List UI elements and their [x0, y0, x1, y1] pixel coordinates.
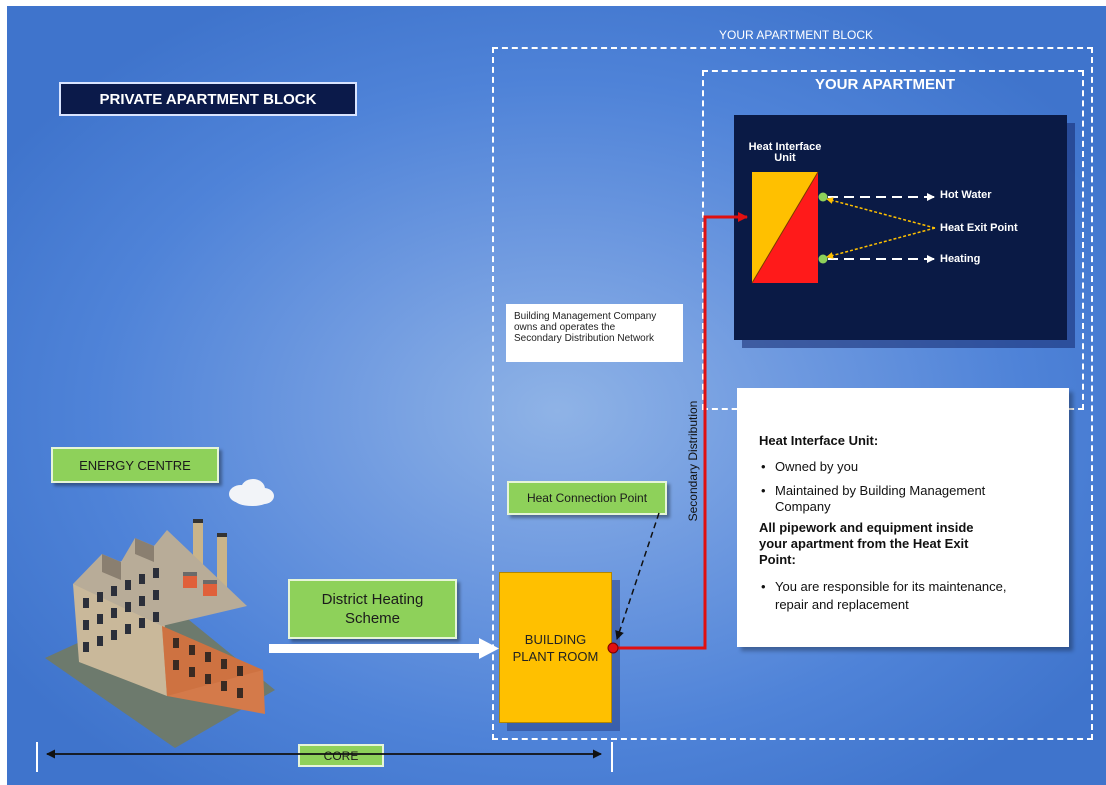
- district-heating-label: District Heating Scheme: [288, 579, 457, 639]
- hot-water-label: Hot Water: [940, 189, 992, 201]
- diagram-graphics: [36, 171, 936, 772]
- hiu-title-line1: Heat Interface: [748, 141, 822, 153]
- private-block-label: PRIVATE APARTMENT BLOCK: [59, 82, 357, 116]
- energy-centre-label: ENERGY CENTRE: [51, 447, 219, 483]
- bmc-note-line3: Secondary Distribution Network: [514, 333, 655, 344]
- plant-room-line2: PLANT ROOM: [512, 648, 599, 664]
- heat-connection-point-marker: [607, 642, 619, 654]
- energy-centre-factory: [45, 519, 275, 748]
- core-span: [36, 742, 613, 772]
- district-heating-line2: Scheme: [344, 610, 401, 627]
- diagram-canvas: YOUR APARTMENT BLOCK YOUR APARTMENT PRIV…: [7, 6, 1106, 785]
- heat-exit-point-label: Heat Exit Point: [940, 222, 1018, 234]
- apartment-label: YOUR APARTMENT: [815, 76, 955, 93]
- plant-room-line1: BUILDING: [524, 631, 587, 647]
- bmc-note-line1: Building Management Company: [514, 311, 657, 322]
- info-bullet-maintained-cont: Company: [775, 499, 831, 514]
- connection-pointer: [615, 512, 660, 640]
- hiu-title-line2: Unit: [774, 152, 796, 164]
- district-heating-arrow: [269, 638, 499, 659]
- info-bullet-maintained: Maintained by Building Management: [761, 483, 985, 498]
- info-bullet-owned: Owned by you: [761, 459, 858, 474]
- hot-water-exit-point: [818, 192, 828, 202]
- exit-pointer-lower: [826, 227, 936, 259]
- info-panel: Heat Interface Unit: Owned by you Mainta…: [737, 388, 1069, 647]
- bmc-note-line2: owns and operates the: [514, 322, 616, 333]
- secondary-distribution-pipe: [615, 212, 748, 650]
- info-bullet-responsible-cont: repair and replacement: [775, 597, 909, 612]
- hiu-title: Heat Interface Unit: [740, 142, 830, 164]
- apartment-block-label: YOUR APARTMENT BLOCK: [719, 28, 874, 42]
- info-title: Heat Interface Unit:: [759, 433, 879, 448]
- info-bold-line2: your apartment from the Heat Exit: [759, 536, 969, 551]
- apartment-block-frame: [492, 47, 1093, 740]
- info-bullet-responsible: You are responsible for its maintenance,: [761, 579, 1006, 594]
- district-heating-line1: District Heating: [321, 591, 424, 608]
- heat-interface-unit: [751, 171, 819, 284]
- info-bold-line3: Point:: [759, 552, 796, 567]
- heating-label: Heating: [940, 253, 981, 265]
- core-label: CORE: [298, 744, 384, 767]
- cloud-icon: [229, 479, 274, 506]
- heating-exit-point: [818, 254, 828, 264]
- heat-connection-point-label: Heat Connection Point: [507, 481, 667, 515]
- building-plant-room: BUILDING PLANT ROOM: [499, 572, 612, 723]
- exit-pointer-upper: [826, 197, 936, 229]
- info-bold-line1: All pipework and equipment inside: [759, 520, 974, 535]
- bmc-note: Building Management Company owns and ope…: [506, 304, 683, 362]
